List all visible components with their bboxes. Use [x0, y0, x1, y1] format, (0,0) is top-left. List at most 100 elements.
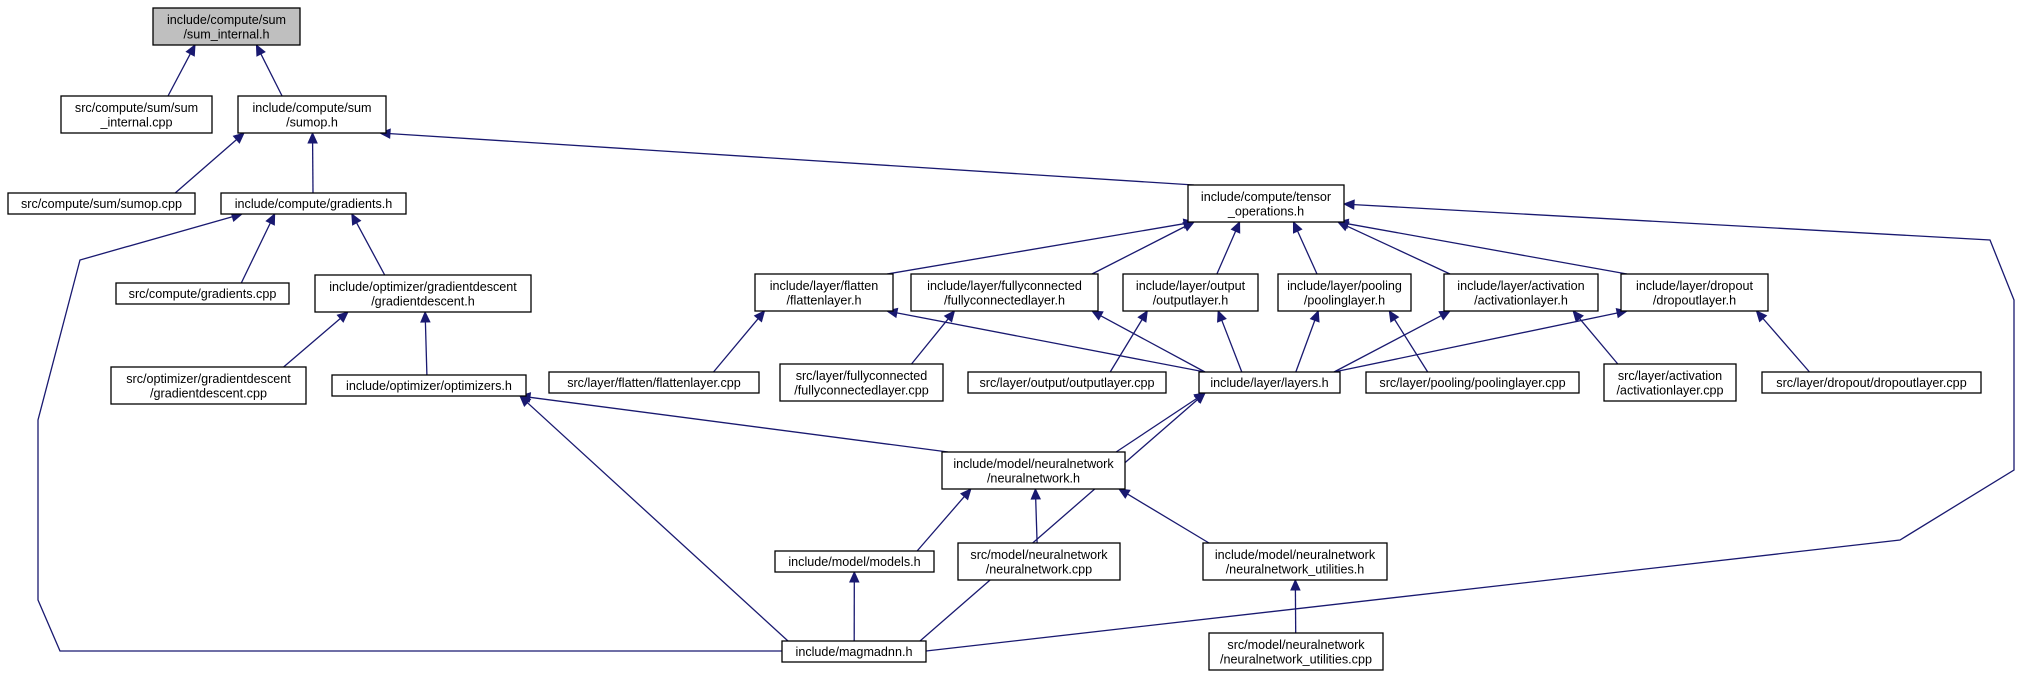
edge-arrowhead — [1217, 309, 1227, 323]
node-flattenlayer-cpp[interactable]: src/layer/flatten/flattenlayer.cpp — [548, 371, 760, 394]
node-label-line: include/optimizer/optimizers.h — [346, 379, 512, 393]
node-gradients-h[interactable]: include/compute/gradients.h — [220, 192, 407, 215]
node-dropoutlayer-cpp[interactable]: src/layer/dropout/dropoutlayer.cpp — [1761, 371, 1982, 394]
edge-line — [1394, 319, 1429, 373]
edge-magmadnn_h-to-models_h — [849, 570, 860, 642]
node-dropoutlayer-h[interactable]: include/layer/dropout/dropoutlayer.h — [1620, 273, 1769, 312]
node-gradientdescent-h[interactable]: include/optimizer/gradientdescent/gradie… — [314, 274, 532, 313]
edge-dropoutlayer_h-to-tensor_operations_h — [1336, 218, 1628, 275]
edge-magmadnn_h-to-layers_h — [919, 392, 1206, 642]
node-label-line: include/layer/fullyconnected — [927, 279, 1082, 293]
edge-gradientdescent_h-to-gradients_h — [351, 212, 386, 276]
node-poolinglayer-h[interactable]: include/layer/pooling/poolinglayer.h — [1277, 273, 1412, 312]
node-box — [331, 374, 527, 397]
node-optimizers-h[interactable]: include/optimizer/optimizers.h — [331, 374, 527, 397]
edge-flattenlayer_h-to-tensor_operations_h — [886, 218, 1196, 275]
node-outputlayer-cpp[interactable]: src/layer/output/outputlayer.cpp — [967, 371, 1167, 394]
node-poolinglayer-cpp[interactable]: src/layer/pooling/poolinglayer.cpp — [1365, 371, 1580, 394]
node-box — [110, 366, 307, 405]
edge-arrowhead — [1292, 220, 1303, 234]
node-label-line: /gradientdescent.h — [371, 294, 475, 308]
edge-arrowhead — [185, 43, 196, 57]
edge-arrowhead — [265, 212, 276, 226]
node-label-line: include/model/models.h — [788, 555, 920, 569]
node-label-line: src/layer/pooling/poolinglayer.cpp — [1379, 376, 1565, 390]
node-box — [1202, 542, 1388, 581]
edge-arrowhead — [336, 311, 349, 323]
node-label-line: /neuralnetwork.h — [987, 471, 1080, 485]
edge-line — [1346, 225, 1451, 275]
node-box — [7, 192, 196, 215]
node-label-line: /neuralnetwork_utilities.cpp — [1220, 652, 1372, 666]
edge-arrowhead — [1342, 199, 1355, 210]
node-outputlayer-h[interactable]: include/layer/output/outputlayer.h — [1122, 273, 1259, 312]
node-label-line: src/model/neuralnetwork — [970, 548, 1108, 562]
node-label-line: include/magmadnn.h — [796, 645, 913, 659]
node-neuralnetwork-utilities-h[interactable]: include/model/neuralnetwork/neuralnetwor… — [1202, 542, 1388, 581]
node-tensor-operations-h[interactable]: include/compute/tensor_operations.h — [1187, 184, 1345, 223]
node-activationlayer-cpp[interactable]: src/layer/activation/activationlayer.cpp — [1603, 363, 1737, 402]
edge-fullyconnectedlayer_cpp-to-fullyconnectedlayer_h — [910, 310, 956, 365]
node-models-h[interactable]: include/model/models.h — [774, 550, 935, 573]
node-fullyconnectedlayer-cpp[interactable]: src/layer/fullyconnected/fullyconnectedl… — [779, 363, 944, 402]
node-box — [1365, 371, 1580, 394]
node-box — [957, 542, 1121, 581]
node-label-line: include/compute/sum — [167, 13, 286, 27]
edge-outputlayer_h-to-tensor_operations_h — [1216, 220, 1241, 275]
edge-line — [896, 312, 1206, 373]
edge-line — [1579, 318, 1619, 365]
node-box — [314, 274, 532, 313]
edge-arrowhead — [1230, 220, 1241, 234]
node-label-line: include/compute/tensor — [1201, 190, 1331, 204]
node-label-line: /sumop.h — [286, 115, 338, 129]
node-gradients-cpp[interactable]: src/compute/gradients.cpp — [115, 282, 290, 305]
edge-arrowhead — [255, 43, 266, 57]
node-label-line: src/compute/sum/sum — [75, 101, 198, 115]
node-label-line: include/model/neuralnetwork — [1215, 548, 1376, 562]
node-activationlayer-h[interactable]: include/layer/activation/activationlayer… — [1443, 273, 1599, 312]
node-box — [237, 95, 387, 134]
node-label-line: _internal.cpp — [99, 115, 172, 129]
node-label-line: src/layer/activation — [1618, 369, 1722, 383]
edge-arrowhead — [1388, 309, 1400, 323]
node-label-line: include/layer/output — [1136, 279, 1246, 293]
edge-arrowhead — [519, 395, 532, 407]
edge-line — [283, 318, 341, 368]
node-sumop-h[interactable]: include/compute/sum/sumop.h — [237, 95, 387, 134]
node-magmadnn-h[interactable]: include/magmadnn.h — [781, 640, 927, 663]
node-box — [60, 95, 213, 134]
node-label-line: src/layer/dropout/dropoutlayer.cpp — [1776, 376, 1966, 390]
node-neuralnetwork-utilities-cpp[interactable]: src/model/neuralnetwork/neuralnetwork_ut… — [1208, 632, 1384, 671]
edge-layers_h-to-poolinglayer_h — [1295, 309, 1320, 373]
node-fullyconnectedlayer-h[interactable]: include/layer/fullyconnected/fullyconnec… — [910, 273, 1099, 312]
node-flattenlayer-h[interactable]: include/layer/flatten/flattenlayer.h — [754, 273, 894, 312]
node-label-line: /fullyconnectedlayer.h — [944, 293, 1065, 307]
edge-line — [240, 222, 271, 284]
node-sumop-cpp[interactable]: src/compute/sum/sumop.cpp — [7, 192, 196, 215]
node-label-line: src/compute/sum/sumop.cpp — [21, 197, 182, 211]
edge-outputlayer_cpp-to-outputlayer_h — [1109, 309, 1148, 373]
node-label-line: _operations.h — [1227, 204, 1304, 218]
node-label-line: /activationlayer.h — [1474, 293, 1568, 307]
node-label-line: src/layer/flatten/flattenlayer.cpp — [567, 376, 741, 390]
node-sum-internal-cpp[interactable]: src/compute/sum/sum_internal.cpp — [60, 95, 213, 134]
node-label-line: /outputlayer.h — [1153, 293, 1229, 307]
node-label-line: src/model/neuralnetwork — [1227, 638, 1365, 652]
node-sum-internal-h: include/compute/sum/sum_internal.h — [152, 7, 301, 46]
edge-magmadnn_h-to-tensor_operations_h — [925, 199, 2015, 652]
edge-optimizers_h-to-gradientdescent_h — [420, 310, 431, 376]
node-neuralnetwork-h[interactable]: include/model/neuralnetwork/neuralnetwor… — [941, 451, 1126, 490]
edge-layers_h-to-outputlayer_h — [1217, 309, 1243, 373]
edge-line — [1127, 493, 1210, 544]
edge-arrowhead — [232, 132, 245, 144]
node-gradientdescent-cpp[interactable]: src/optimizer/gradientdescent/gradientde… — [110, 366, 307, 405]
edge-line — [526, 402, 789, 642]
edge-line — [916, 496, 965, 552]
node-box — [1603, 363, 1737, 402]
node-box — [781, 640, 927, 663]
node-layers-h[interactable]: include/layer/layers.h — [1198, 371, 1341, 394]
edge-layers_h-to-fullyconnectedlayer_h — [1090, 310, 1206, 373]
edge-arrowhead — [1182, 221, 1196, 232]
edge-line — [1333, 312, 1618, 373]
node-neuralnetwork-cpp[interactable]: src/model/neuralnetwork/neuralnetwork.cp… — [957, 542, 1121, 581]
